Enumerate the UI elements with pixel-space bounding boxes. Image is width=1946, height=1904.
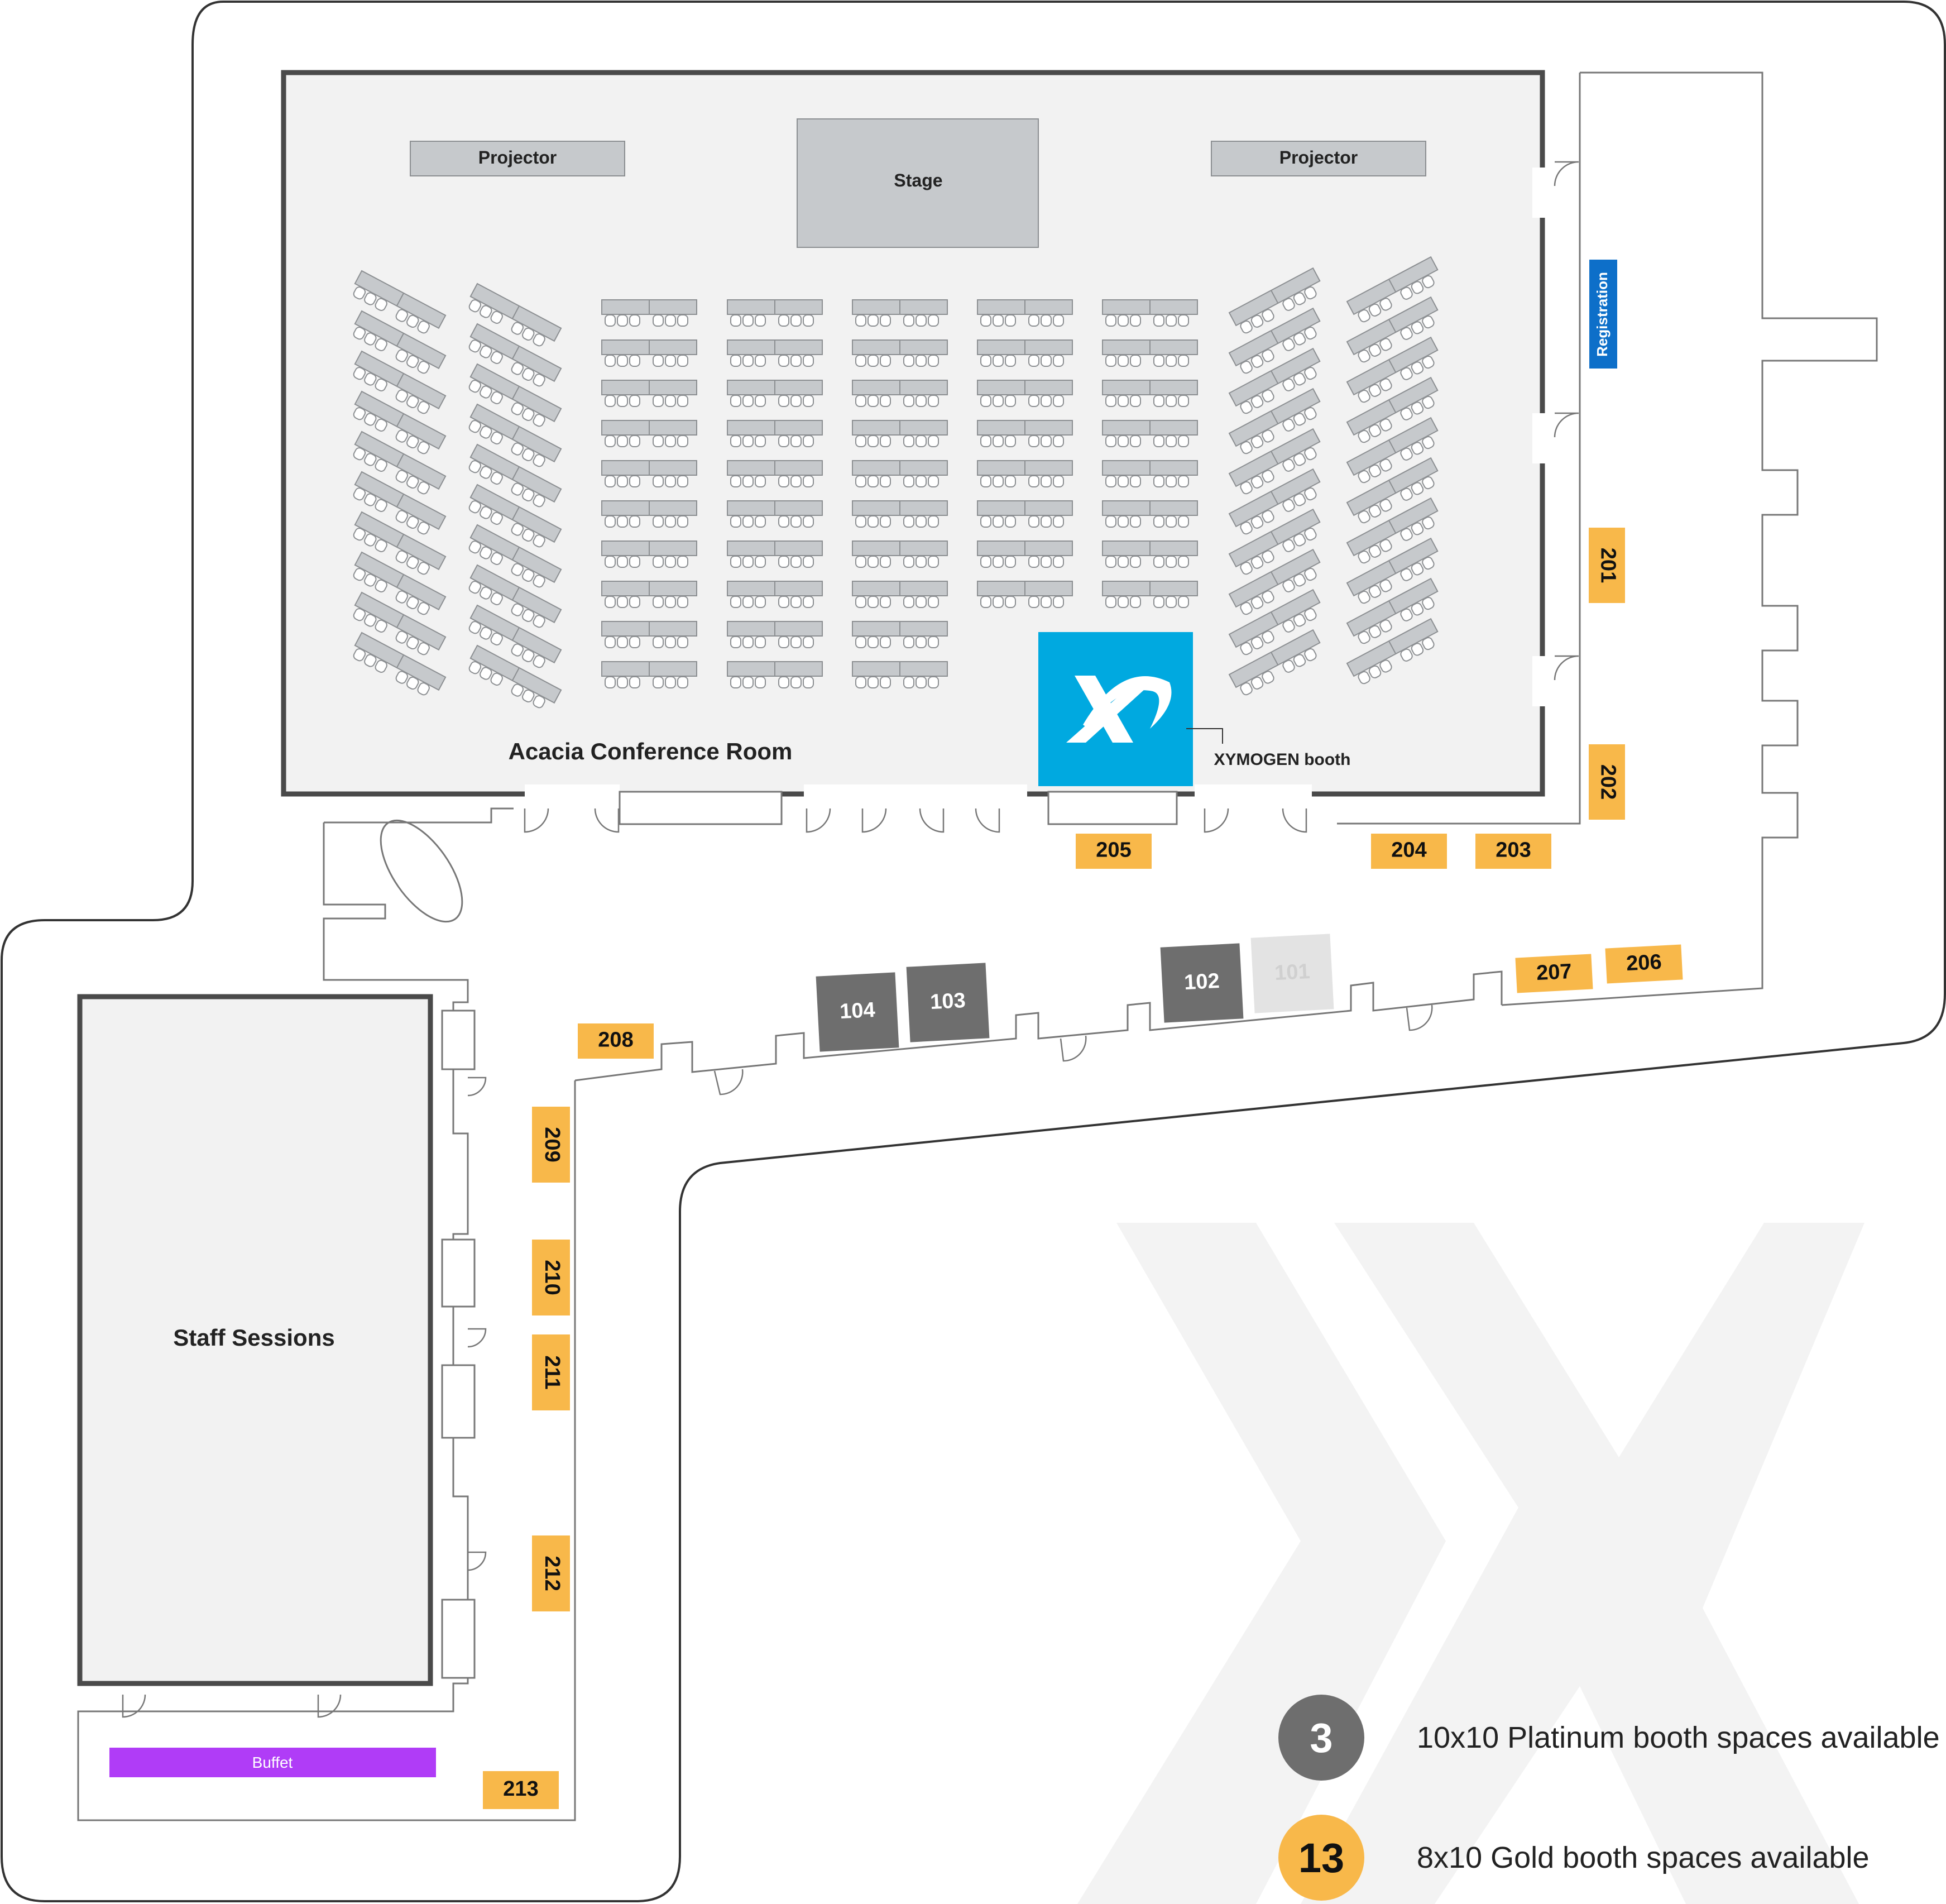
gold-booth-201-label: 201 <box>1596 548 1619 583</box>
gold-booth-209-label: 209 <box>540 1127 564 1162</box>
gold-booth-204-label: 204 <box>1391 839 1426 862</box>
legend-gold: 13 8x10 Gold booth spaces available <box>1278 1815 1870 1901</box>
gold-booth-207: 207 <box>1515 954 1593 993</box>
gold-booth-213-label: 213 <box>503 1777 538 1801</box>
platinum-count-badge: 3 <box>1278 1695 1364 1781</box>
stage: Stage <box>797 118 1039 248</box>
gold-count: 13 <box>1298 1834 1345 1881</box>
platinum-booth-101-box <box>1250 934 1334 1013</box>
gold-booth-202-label: 202 <box>1596 764 1619 800</box>
projector-left-label: Projector <box>478 147 557 168</box>
gold-booth-206-label: 206 <box>1626 950 1662 975</box>
gold-booth-204-box <box>1371 834 1447 869</box>
gold-booth-206: 206 <box>1605 944 1683 984</box>
stage-label: Stage <box>894 170 942 190</box>
gold-booth-203-label: 203 <box>1496 839 1531 862</box>
gold-booth-210: 210 <box>532 1240 570 1315</box>
gold-booth-208: 208 <box>578 1023 654 1059</box>
buffet: Buffet <box>109 1748 436 1777</box>
registration-label: Registration <box>1594 272 1611 357</box>
gold-booth-205-label: 205 <box>1096 839 1131 862</box>
staff-sessions-title: Staff Sessions <box>173 1324 334 1351</box>
buffet-label: Buffet <box>252 1754 293 1771</box>
gold-booth-205-box <box>1076 834 1152 869</box>
gold-booth-213: 213 <box>483 1771 559 1809</box>
platinum-booth-102-label: 102 <box>1183 969 1220 994</box>
registration-desk: Registration <box>1589 260 1617 369</box>
projector-left: Projector <box>410 141 625 176</box>
platinum-booth-103-label: 103 <box>929 989 966 1014</box>
gold-booth-209: 209 <box>532 1107 570 1183</box>
gold-booth-211-label: 211 <box>540 1355 564 1389</box>
gold-booth-206-box <box>1605 944 1683 984</box>
gold-booth-207-label: 207 <box>1536 960 1573 985</box>
brand-watermark <box>1077 1223 1864 1904</box>
conference-room-title: Acacia Conference Room <box>509 738 793 764</box>
platinum-legend-text: 10x10 Platinum booth spaces available <box>1417 1721 1940 1754</box>
xymogen-logo-icon <box>1066 676 1172 743</box>
platinum-booth-104-box <box>816 972 899 1052</box>
gold-legend-text: 8x10 Gold booth spaces available <box>1417 1841 1870 1874</box>
gold-booth-208-label: 208 <box>598 1028 633 1052</box>
gold-booth-211-box <box>532 1334 570 1410</box>
door-swings <box>122 161 1579 1718</box>
gold-booth-202-box <box>1589 744 1625 820</box>
gold-booth-213-box <box>483 1771 559 1809</box>
gold-booth-212-box <box>532 1535 570 1611</box>
platinum-booth-103: 103 <box>906 963 990 1042</box>
gold-booth-207-box <box>1515 954 1593 993</box>
platinum-booth-104: 104 <box>816 972 899 1052</box>
platinum-booth-102: 102 <box>1160 943 1244 1023</box>
corridor-walls <box>77 71 1878 1821</box>
platinum-count: 3 <box>1310 1714 1333 1761</box>
gold-count-badge: 13 <box>1278 1815 1364 1901</box>
booth-layer: 104 103 102 101 201 202 203 204 205 206 207 208 209 2… <box>483 528 1683 1809</box>
gold-booth-212-label: 212 <box>540 1556 564 1591</box>
gold-booth-201: 201 <box>1589 528 1625 603</box>
gold-booth-211: 211 <box>532 1334 570 1410</box>
projector-right-label: Projector <box>1279 147 1358 168</box>
gold-booth-208-box <box>578 1023 654 1059</box>
gold-booth-212: 212 <box>532 1535 570 1611</box>
platinum-booth-102-box <box>1160 943 1244 1023</box>
platinum-booth-101: 101 <box>1250 934 1334 1013</box>
xymogen-booth: XYMOGEN booth <box>1038 632 1350 786</box>
gold-booth-202: 202 <box>1589 744 1625 820</box>
staff-sessions-room <box>77 994 476 1686</box>
platinum-booth-101-label: 101 <box>1274 960 1311 985</box>
projector-right: Projector <box>1211 141 1426 176</box>
gold-booth-210-label: 210 <box>540 1260 564 1295</box>
xymogen-booth-label: XYMOGEN booth <box>1214 750 1351 769</box>
legend-platinum: 3 10x10 Platinum booth spaces available <box>1278 1695 1940 1781</box>
gold-booth-210-box <box>532 1240 570 1315</box>
platinum-booth-104-label: 104 <box>839 998 876 1023</box>
gold-booth-203: 203 <box>1475 834 1551 869</box>
gold-booth-209-box <box>532 1107 570 1183</box>
gold-booth-204: 204 <box>1371 834 1447 869</box>
gold-booth-201-box <box>1589 528 1625 603</box>
gold-booth-203-box <box>1475 834 1551 869</box>
platinum-booth-103-box <box>906 963 990 1042</box>
gold-booth-205: 205 <box>1076 834 1152 869</box>
